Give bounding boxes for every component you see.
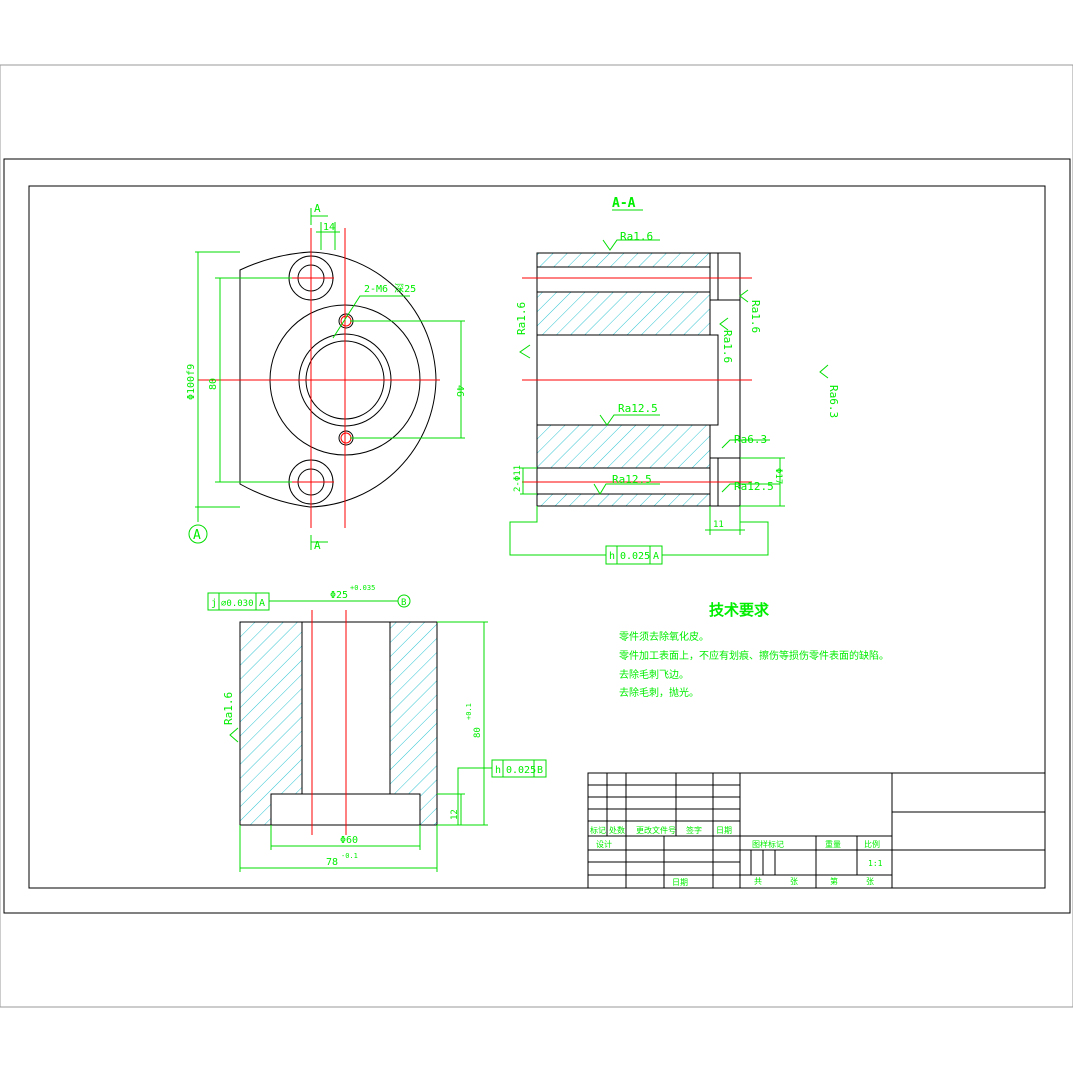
svg-text:A: A bbox=[259, 598, 265, 609]
svg-text:Φ17: Φ17 bbox=[773, 468, 783, 484]
svg-text:+0.1: +0.1 bbox=[465, 703, 473, 720]
dim-14: 14 bbox=[323, 222, 335, 233]
svg-text:12: 12 bbox=[450, 809, 460, 820]
svg-text:Ra6.3: Ra6.3 bbox=[734, 433, 767, 446]
section-label: A-A bbox=[612, 196, 636, 211]
tech-item: 去除毛刺，抛光。 bbox=[619, 686, 699, 699]
svg-text:+0.035: +0.035 bbox=[350, 584, 375, 592]
dim-80: 80 bbox=[208, 378, 219, 390]
svg-text:共: 共 bbox=[754, 877, 762, 886]
svg-text:-0.1: -0.1 bbox=[341, 852, 358, 860]
section-marker-bottom: A bbox=[314, 539, 321, 552]
svg-text:A: A bbox=[653, 551, 659, 562]
svg-text:处数: 处数 bbox=[609, 825, 625, 835]
svg-text:h: h bbox=[495, 765, 501, 776]
svg-text:标记: 标记 bbox=[590, 825, 606, 835]
svg-text:Ra12.5: Ra12.5 bbox=[612, 473, 652, 486]
tech-item: 零件须去除氧化皮。 bbox=[619, 630, 709, 643]
dim-46: 46 bbox=[454, 385, 465, 397]
svg-text:0.025: 0.025 bbox=[506, 765, 536, 776]
tech-item: 零件加工表面上，不应有划痕、擦伤等损伤零件表面的缺陷。 bbox=[619, 649, 889, 662]
svg-text:Ra1.6: Ra1.6 bbox=[620, 230, 653, 243]
section-marker-top: A bbox=[314, 202, 321, 215]
svg-text:张: 张 bbox=[866, 877, 874, 886]
svg-text:日期: 日期 bbox=[672, 878, 688, 887]
tech-requirements: 技术要求 零件须去除氧化皮。 零件加工表面上，不应有划痕、擦伤等损伤零件表面的缺… bbox=[619, 601, 889, 699]
svg-text:Ra12.5: Ra12.5 bbox=[618, 402, 658, 415]
tech-title: 技术要求 bbox=[709, 601, 770, 619]
front-view: A A 14 Φ100f9 80 46 2-M6 深25 A bbox=[186, 202, 465, 552]
svg-text:图样标记: 图样标记 bbox=[752, 839, 784, 849]
svg-text:1:1: 1:1 bbox=[868, 859, 883, 868]
title-block: 标记 处数 更改文件号 签字 日期 设计 日期 图样标记 重量 比例 1:1 共… bbox=[587, 772, 1046, 889]
svg-text:80: 80 bbox=[473, 727, 483, 738]
svg-text:A: A bbox=[193, 528, 201, 543]
svg-text:Ra1.6: Ra1.6 bbox=[721, 330, 734, 363]
svg-text:B: B bbox=[537, 765, 543, 776]
svg-text:Φ60: Φ60 bbox=[340, 835, 358, 846]
svg-text:j: j bbox=[211, 598, 217, 609]
viewport-frame bbox=[0, 64, 1073, 1008]
svg-text:⌀0.030: ⌀0.030 bbox=[221, 599, 254, 609]
svg-text:2-Φ11: 2-Φ11 bbox=[513, 465, 523, 492]
svg-text:日期: 日期 bbox=[716, 826, 732, 835]
svg-text:第: 第 bbox=[830, 876, 838, 886]
dim-outer-dia: Φ100f9 bbox=[186, 364, 197, 400]
svg-text:设计: 设计 bbox=[596, 839, 612, 849]
svg-text:Ra6.3: Ra6.3 bbox=[827, 385, 840, 418]
svg-text:Ra1.6: Ra1.6 bbox=[222, 692, 235, 725]
svg-text:h: h bbox=[609, 551, 615, 562]
datum-b-marker bbox=[397, 594, 411, 608]
svg-text:Φ25: Φ25 bbox=[330, 590, 348, 601]
section-view: A-A Ra1.6 Ra1.6 Ra1.6 Ra1.6 bbox=[509, 196, 840, 565]
svg-text:Ra12.5: Ra12.5 bbox=[734, 480, 774, 493]
svg-text:Ra1.6: Ra1.6 bbox=[749, 300, 762, 333]
svg-text:0.025: 0.025 bbox=[620, 551, 650, 562]
svg-text:张: 张 bbox=[790, 877, 798, 886]
svg-text:比例: 比例 bbox=[864, 839, 880, 849]
svg-text:签字: 签字 bbox=[686, 825, 702, 835]
svg-text:11: 11 bbox=[713, 520, 724, 530]
svg-text:78: 78 bbox=[326, 857, 338, 868]
svg-text:Ra1.6: Ra1.6 bbox=[515, 302, 528, 335]
svg-text:重量: 重量 bbox=[825, 839, 841, 849]
bottom-view: j ⌀0.030 A Φ25 +0.035 B Ra1.6 80 +0.1 h … bbox=[207, 584, 547, 872]
tech-item: 去除毛刺飞边。 bbox=[619, 668, 689, 681]
datum-a-marker bbox=[188, 524, 208, 544]
svg-text:更改文件号: 更改文件号 bbox=[636, 825, 676, 835]
holes-note: 2-M6 深25 bbox=[364, 283, 416, 295]
svg-text:B: B bbox=[401, 598, 406, 608]
